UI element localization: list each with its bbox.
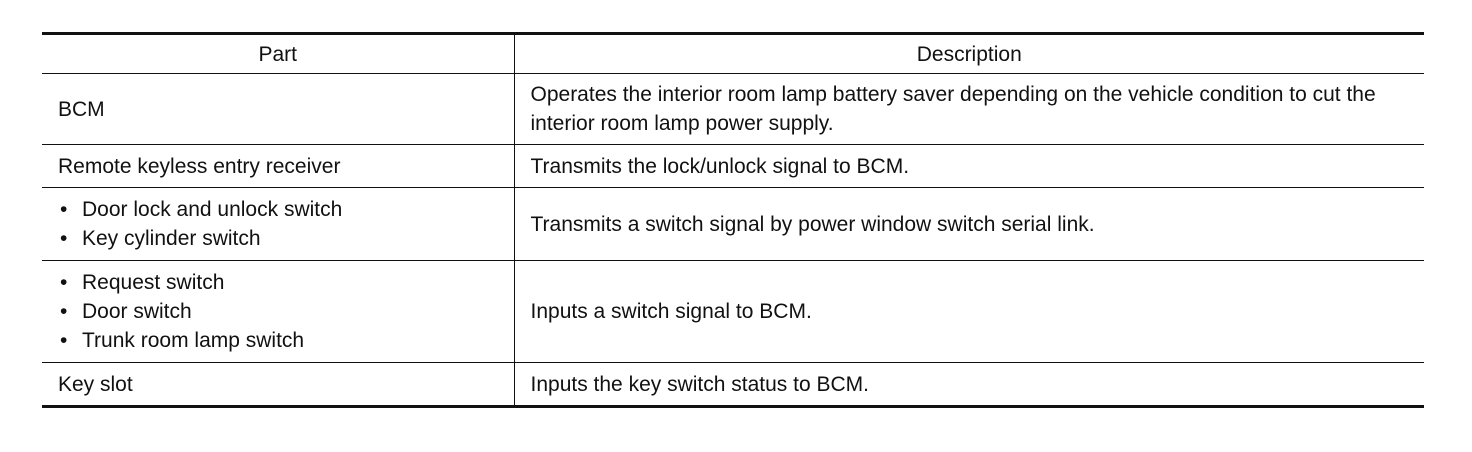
table-row: Key slot Inputs the key switch status to…: [42, 362, 1424, 407]
part-bullet-item: Door lock and unlock switch: [58, 195, 498, 224]
part-bullet-item: Key cylinder switch: [58, 224, 498, 253]
table-row: BCM Operates the interior room lamp batt…: [42, 73, 1424, 145]
table-row: Request switch Door switch Trunk room la…: [42, 260, 1424, 363]
part-bullet-item: Door switch: [58, 297, 498, 326]
part-cell: Remote keyless entry receiver: [42, 144, 514, 188]
table-header-row: Part Description: [42, 33, 1424, 74]
description-cell: Transmits the lock/unlock signal to BCM.: [513, 144, 1424, 188]
description-cell: Inputs a switch signal to BCM.: [513, 260, 1424, 363]
table-row: Door lock and unlock switch Key cylinder…: [42, 187, 1424, 261]
part-bullet-list: Door lock and unlock switch Key cylinder…: [58, 195, 498, 253]
description-cell: Inputs the key switch status to BCM.: [513, 362, 1424, 407]
part-cell: BCM: [42, 73, 514, 145]
part-bullet-item: Request switch: [58, 268, 498, 297]
header-description: Description: [513, 33, 1424, 74]
parts-description-table: Part Description BCM Operates the interi…: [42, 32, 1424, 408]
part-bullet-item: Trunk room lamp switch: [58, 326, 498, 355]
part-cell: Door lock and unlock switch Key cylinder…: [42, 187, 514, 261]
header-part: Part: [42, 33, 514, 74]
description-cell: Operates the interior room lamp battery …: [513, 73, 1424, 145]
part-cell: Request switch Door switch Trunk room la…: [42, 260, 514, 363]
part-cell: Key slot: [58, 372, 133, 396]
description-cell: Transmits a switch signal by power windo…: [513, 187, 1424, 261]
table-row: Remote keyless entry receiver Transmits …: [42, 144, 1424, 188]
part-bullet-list: Request switch Door switch Trunk room la…: [58, 268, 498, 355]
